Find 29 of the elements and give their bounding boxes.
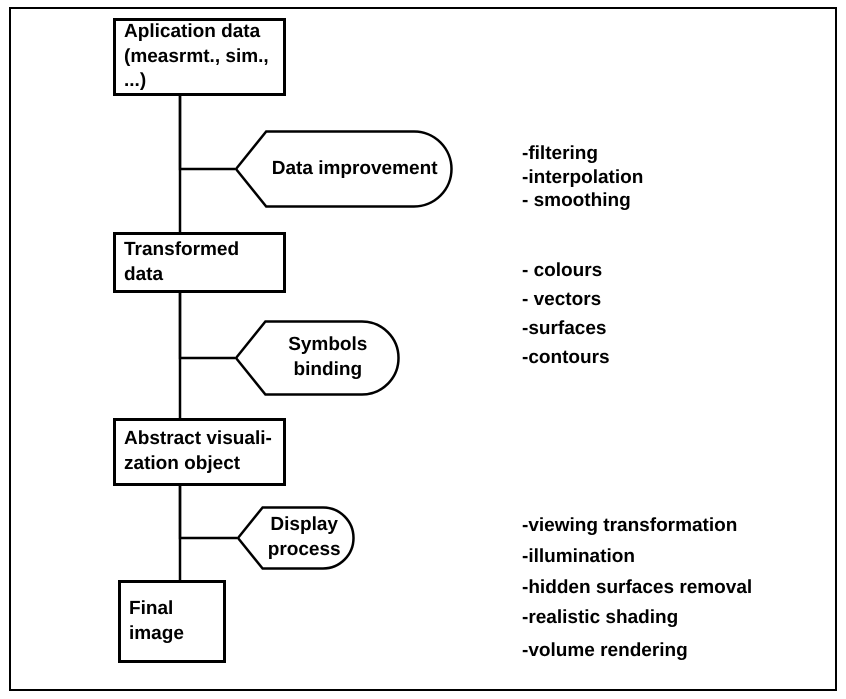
node-label: Display process bbox=[266, 513, 342, 562]
node-label: Symbols binding bbox=[287, 333, 368, 382]
node-label: Final image bbox=[128, 596, 185, 646]
display-shape bbox=[235, 320, 400, 396]
node-label: Transformed data bbox=[123, 238, 240, 286]
list-item: -hidden surfaces removal bbox=[522, 577, 752, 599]
process-box bbox=[113, 232, 286, 293]
list-item: -realistic shading bbox=[522, 607, 678, 629]
list-item: - vectors bbox=[522, 289, 602, 311]
display-shape bbox=[237, 506, 355, 570]
display-shape bbox=[235, 130, 453, 208]
list-item: - smoothing bbox=[522, 190, 631, 212]
process-box bbox=[113, 418, 286, 486]
list-item: -interpolation bbox=[522, 167, 644, 189]
process-box bbox=[113, 18, 286, 96]
node-label: Aplication data (measrmt., sim., ...) bbox=[123, 20, 270, 94]
list-item: -filtering bbox=[522, 143, 598, 165]
list-item: -illumination bbox=[522, 546, 635, 568]
list-item: -volume rendering bbox=[522, 640, 688, 662]
node-label: Data improvement bbox=[272, 156, 438, 181]
connector-line bbox=[178, 293, 182, 418]
list-item: -viewing transformation bbox=[522, 515, 738, 537]
connector-line bbox=[178, 486, 182, 580]
list-item: -contours bbox=[522, 347, 610, 369]
node-label: Abstract visuali- zation object bbox=[123, 427, 273, 476]
list-item: -surfaces bbox=[522, 318, 606, 340]
connector-line bbox=[178, 96, 182, 232]
list-item: - colours bbox=[522, 260, 602, 282]
process-box bbox=[118, 580, 226, 663]
